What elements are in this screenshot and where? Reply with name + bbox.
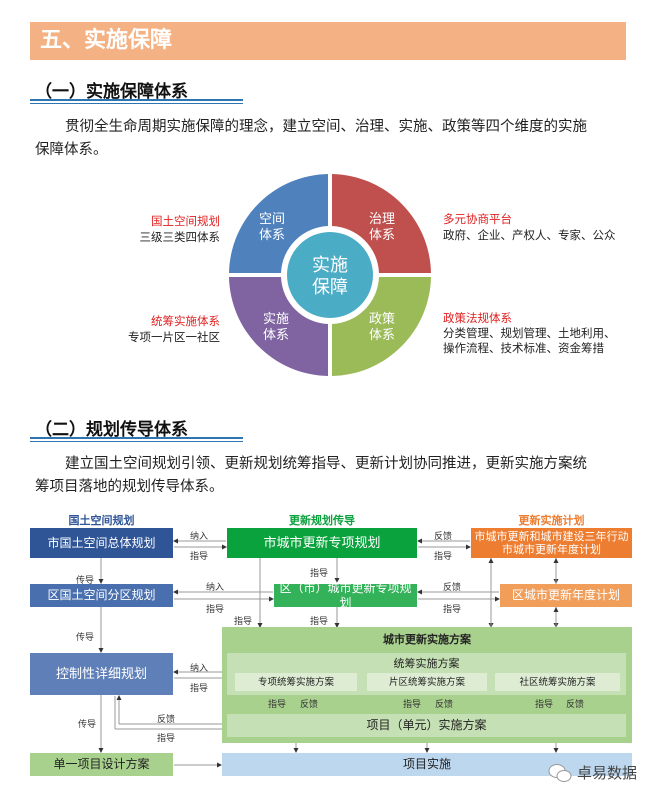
label-transmit: 传导 (76, 576, 95, 586)
label-guide: 指导 (403, 700, 422, 710)
label-include: 纳入 (206, 583, 225, 593)
box-city-renewal-plan: 市城市更新专项规划 (227, 528, 417, 558)
quadrant-governance (332, 174, 431, 273)
label-guide: 指导 (190, 552, 209, 562)
box-city-master-plan: 市国土空间总体规划 (30, 528, 173, 558)
quadrant-policy (332, 277, 431, 376)
watermark-text: 卓易数据 (577, 764, 638, 782)
impl-plan-container: 城市更新实施方案 统筹实施方案 专项统筹实施方案 片区统筹实施方案 社区统筹实施… (222, 627, 632, 743)
label-guide: 指导 (268, 700, 287, 710)
underline (30, 103, 243, 104)
impl-plan-title: 城市更新实施方案 (383, 633, 471, 646)
para-line: 贯彻全生命周期实施保障的理念，建立空间、治理、实施、政策等四个维度的实施 (65, 119, 587, 135)
header-plan: 更新实施计划 (518, 514, 585, 527)
box-area-coord: 片区统筹实施方案 (367, 673, 487, 691)
box-community-coord: 社区统筹实施方案 (495, 673, 620, 691)
header-spatial: 国土空间规划 (68, 514, 135, 527)
box-single-design: 单一项目设计方案 (30, 753, 173, 776)
header-renewal: 更新规划传导 (289, 514, 355, 527)
box-district-annual-plan: 区城市更新年度计划 (500, 584, 632, 607)
para-line: 保障体系。 (35, 142, 108, 158)
underline (30, 99, 243, 101)
underline (30, 441, 243, 442)
underline (30, 437, 243, 439)
subheading-1: （一）实施保障体系 (35, 82, 188, 102)
quadrant-label-space: 空间体系 (258, 212, 285, 243)
box-district-master-plan: 区国土空间分区规划 (30, 584, 173, 607)
subheading-2: （二）规划传导体系 (35, 420, 188, 440)
label-feedback: 反馈 (300, 700, 319, 710)
quadrant-label-implementation: 实施体系 (262, 312, 289, 343)
label-feedback: 反馈 (157, 715, 176, 725)
paragraph-2: 建立国土空间规划引领、更新规划统筹指导、更新计划协同推进，更新实施方案统 筹项目… (35, 453, 625, 499)
box-three-year-plan: 市城市更新和城市建设三年行动市城市更新年度计划 (471, 528, 632, 558)
box-detailed-plan: 控制性详细规划 (30, 653, 173, 695)
para-line: 筹项目落地的规划传导体系。 (35, 479, 224, 495)
quadrant-implementation (229, 277, 328, 376)
label-include: 纳入 (190, 532, 209, 542)
coord-plan-box: 统筹实施方案 专项统筹实施方案 片区统筹实施方案 社区统筹实施方案 (227, 653, 626, 695)
quadrant-label-governance: 治理体系 (368, 212, 395, 243)
section-banner: 五、实施保障 (30, 22, 626, 60)
label-guide: 指导 (310, 569, 329, 579)
note-tl: 国土空间规划三级三类四体系 (139, 214, 221, 244)
coord-plan-title: 统筹实施方案 (393, 657, 460, 670)
label-guide: 指导 (535, 700, 554, 710)
quadrant-label-policy: 政策体系 (368, 312, 395, 343)
note-bl: 统筹实施体系专项一片区一社区 (128, 314, 220, 344)
label-feedback: 反馈 (434, 532, 453, 542)
label-guide: 指导 (434, 552, 453, 562)
center-line: 保障 (312, 277, 348, 298)
label-feedback: 反馈 (443, 583, 462, 593)
label-transmit: 传导 (78, 720, 97, 730)
box-district-renewal-plan: 区（市）城市更新专项规划 (274, 581, 417, 610)
center-label: 实施保障 (295, 255, 365, 299)
box-special-coord: 专项统筹实施方案 (235, 673, 357, 691)
label-guide: 指导 (190, 684, 209, 694)
box-project-implementation: 项目实施 (222, 753, 632, 776)
center-circle (287, 232, 373, 318)
label-include: 纳入 (190, 664, 209, 674)
quadrant-space (229, 174, 328, 273)
note-tr: 多元协商平台政府、企业、产权人、专家、公众 (443, 212, 616, 242)
center-line: 实施 (312, 255, 348, 276)
ring-diagram (229, 174, 431, 376)
label-guide: 指导 (443, 605, 462, 615)
box-project-unit-plan: 项目（单元）实施方案 (227, 714, 626, 737)
paragraph-1: 贯彻全生命周期实施保障的理念，建立空间、治理、实施、政策等四个维度的实施 保障体… (35, 116, 625, 162)
label-feedback: 反馈 (435, 700, 454, 710)
wechat-icon (548, 763, 572, 782)
para-line: 建立国土空间规划引领、更新规划统筹指导、更新计划协同推进，更新实施方案统 (65, 456, 587, 472)
label-transmit: 传导 (76, 633, 95, 643)
label-guide: 指导 (206, 605, 225, 615)
label-guide: 指导 (157, 734, 176, 744)
label-guide: 指导 (310, 617, 329, 627)
label-guide: 指导 (234, 617, 253, 627)
label-feedback: 反馈 (566, 700, 585, 710)
watermark: 卓易数据 (548, 762, 637, 783)
note-br: 政策法规体系分类管理、规划管理、土地利用、操作流程、技术标准、资金筹措 (443, 311, 616, 355)
